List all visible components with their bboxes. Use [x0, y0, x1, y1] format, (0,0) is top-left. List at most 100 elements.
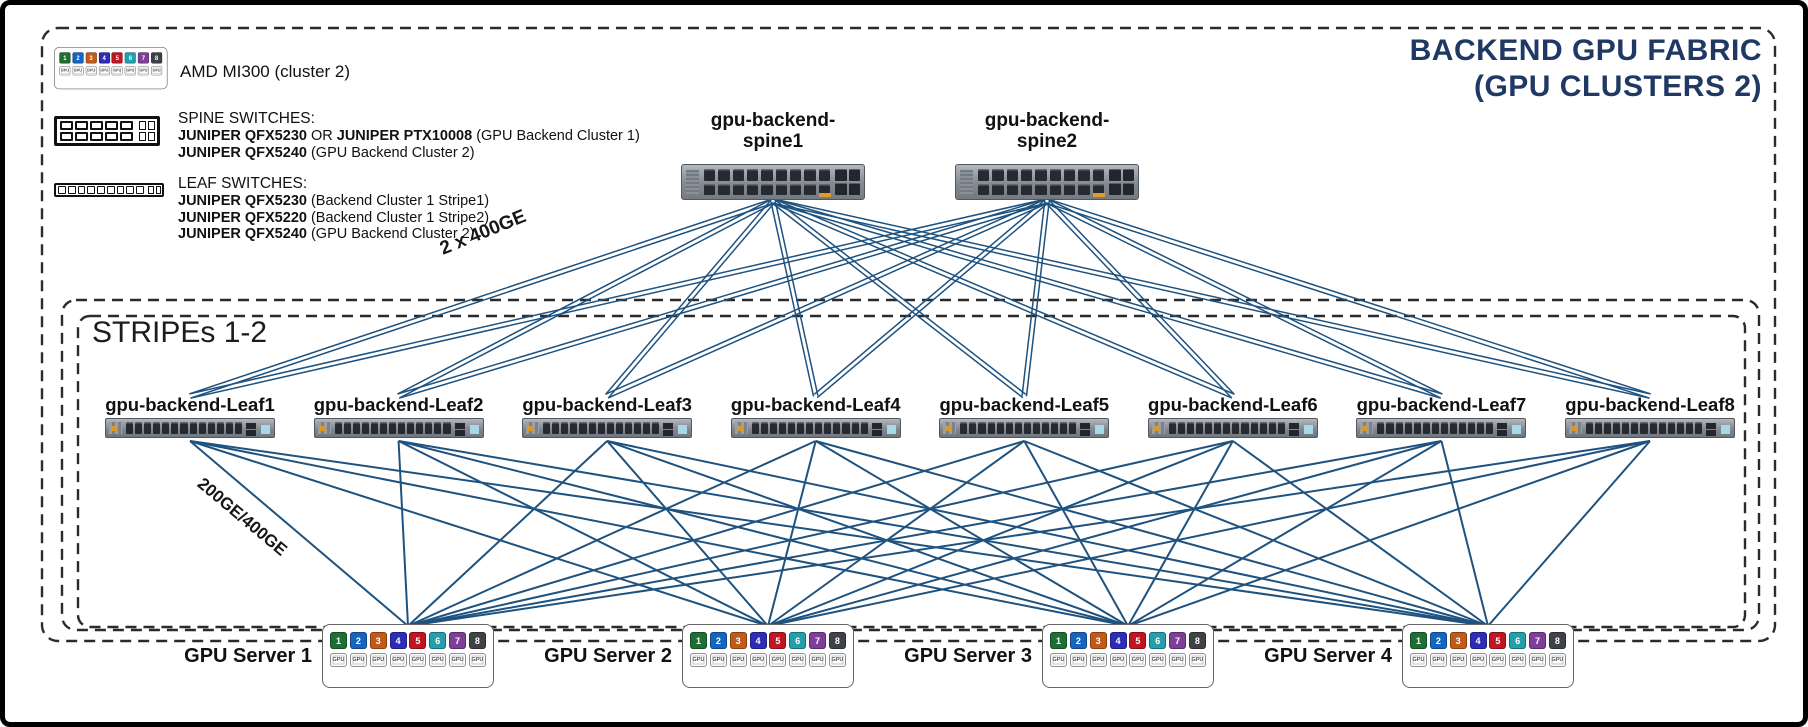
switch-port — [361, 422, 369, 434]
legend-slot — [155, 186, 161, 194]
switch-port — [597, 422, 605, 434]
switch-port — [1063, 169, 1076, 181]
leaf-node: gpu-backend-Leaf2 — [294, 394, 504, 438]
server-label: GPU Server 4 — [1264, 645, 1392, 667]
switch-port — [370, 422, 378, 434]
switch-port — [818, 169, 830, 181]
switch-mgmt-ports — [835, 169, 860, 195]
gpu-chip: 8 — [828, 632, 846, 649]
gpu-chip: 5 — [769, 632, 787, 649]
switch-port — [1060, 422, 1068, 434]
switch-ports — [334, 422, 451, 434]
link-line — [606, 440, 1129, 627]
switch-port — [1041, 422, 1050, 434]
switch-port — [978, 183, 990, 195]
legend-slot — [139, 121, 146, 130]
switch-port — [1377, 422, 1385, 434]
switch-right-panel — [1287, 421, 1314, 436]
gpu-chip: 1 — [59, 52, 71, 64]
switch-right-panel — [1495, 421, 1522, 436]
legend-spine-dots — [139, 121, 155, 141]
switch-port — [1020, 169, 1033, 181]
gpu-chip: 2 — [349, 632, 367, 649]
gpu-chip: 2 — [1069, 632, 1087, 649]
legend-slot — [148, 186, 154, 194]
switch-port — [1685, 422, 1693, 434]
switch-port — [207, 422, 215, 434]
switch-port — [633, 422, 641, 434]
link-line — [398, 440, 1489, 627]
switch-port — [960, 422, 968, 434]
link-line — [397, 440, 409, 627]
switch-port — [1413, 422, 1421, 434]
switch-port — [153, 422, 161, 434]
switch-port — [642, 422, 651, 434]
switch-port — [1092, 183, 1104, 195]
link-line — [407, 440, 1025, 627]
switch-port — [797, 422, 805, 434]
switch-port — [996, 422, 1004, 434]
switch-port — [761, 183, 773, 195]
legend-slot — [67, 186, 76, 194]
switch-port — [1196, 422, 1204, 434]
legend-spine-segment: (GPU Backend Cluster 2) — [306, 144, 475, 161]
switch-uplink-port — [1497, 423, 1508, 429]
gpu-sub-box: GPU — [1410, 653, 1427, 667]
link-line — [407, 440, 608, 627]
switch-ports — [704, 169, 830, 195]
link-line — [1127, 440, 1234, 627]
legend-leaf-switch-icon — [54, 183, 164, 197]
link-line — [816, 202, 1049, 399]
link-line — [773, 198, 1027, 395]
switch-port — [775, 169, 787, 181]
switch-uplink-port — [1288, 423, 1299, 429]
link-line — [398, 440, 769, 627]
switch-ports — [1168, 422, 1285, 434]
leaf-label: gpu-backend-Leaf7 — [1356, 394, 1527, 415]
gpu-chip: 7 — [449, 632, 467, 649]
switch-port — [1051, 422, 1059, 434]
switch-right-panel — [1704, 421, 1731, 436]
gpu-sub-box: GPU — [369, 653, 387, 667]
link-line — [767, 440, 1442, 627]
link-line — [606, 440, 1489, 627]
switch-right-panel — [244, 421, 271, 436]
legend-leaf-dots — [148, 186, 161, 194]
leaf-label: gpu-backend-Leaf1 — [105, 394, 275, 415]
gpu-chip: 4 — [389, 632, 407, 649]
switch-uplink-port — [871, 423, 882, 429]
switch-port — [1049, 169, 1061, 181]
switch-port — [848, 169, 860, 181]
link-line — [407, 440, 1442, 627]
legend-spine-rows: JUNIPER QFX5230 OR JUNIPER PTX10008 (GPU… — [178, 128, 640, 161]
switch-label-tag — [261, 425, 270, 434]
gpu-sub-box: GPU — [709, 653, 727, 667]
switch-led — [528, 426, 535, 431]
leaf-label: gpu-backend-Leaf4 — [730, 394, 901, 415]
gpu-chip: 5 — [1489, 632, 1507, 649]
switch-uplink-port — [1288, 430, 1299, 436]
legend-spine-heading: SPINE SWITCHES: — [178, 110, 315, 127]
gpu-chip: 3 — [85, 52, 97, 64]
legend-slot — [75, 132, 88, 141]
switch-port — [1063, 183, 1076, 195]
legend-slot — [105, 121, 118, 130]
switch-port — [1122, 183, 1134, 195]
switch-port — [1640, 422, 1648, 434]
link-line — [398, 202, 1048, 399]
switch-port — [570, 422, 578, 434]
legend-slot — [90, 132, 103, 141]
switch-port — [732, 183, 744, 195]
link-line — [815, 440, 1489, 627]
switch-led — [111, 426, 117, 431]
gpu-sub-box: GPU — [749, 653, 767, 667]
switch-ports — [978, 169, 1104, 195]
gpu-chip: 6 — [1149, 632, 1167, 649]
link-line — [397, 198, 1047, 395]
switch-port — [1649, 422, 1657, 434]
switch-port — [1595, 422, 1603, 434]
switch-port — [1667, 422, 1675, 434]
